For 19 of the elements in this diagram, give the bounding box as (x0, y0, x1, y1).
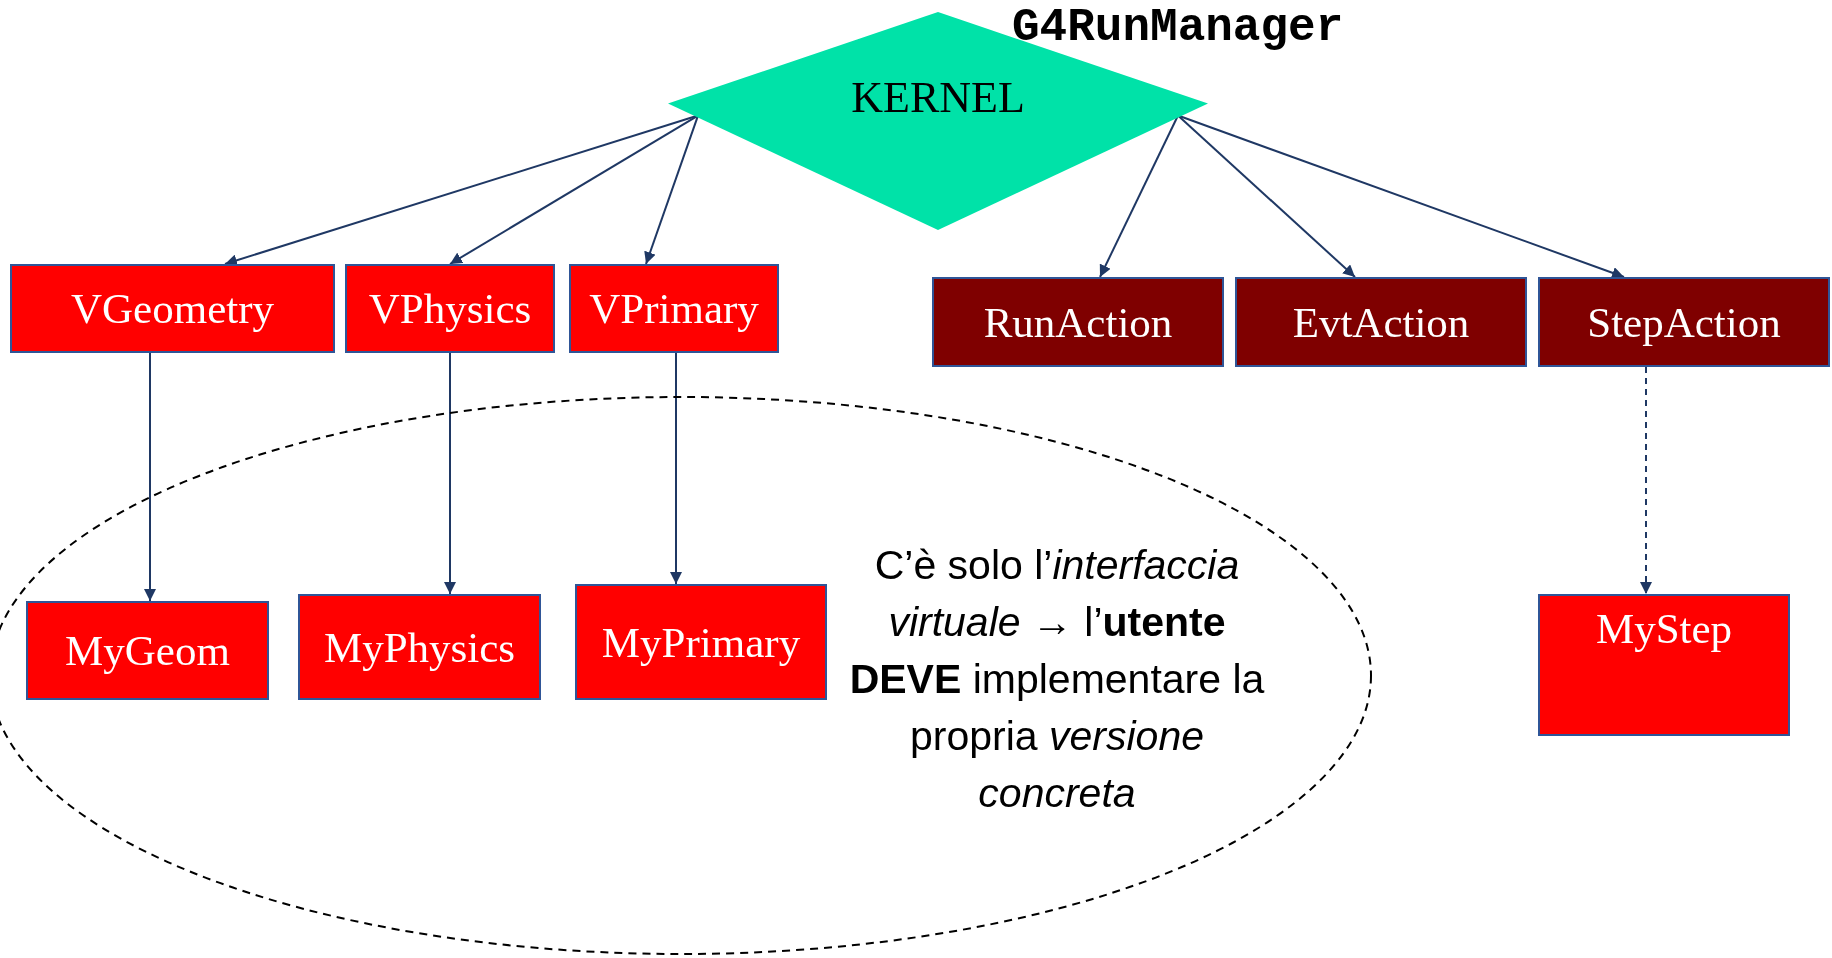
class-box: MyStep (1538, 594, 1790, 736)
arrow (449, 114, 699, 265)
arrow (1177, 114, 1356, 278)
class-box: VPhysics (345, 264, 555, 353)
class-box: VGeometry (10, 264, 335, 353)
class-box: MyGeom (26, 601, 269, 700)
note-text: C’è solo l’interfaccia virtuale → l’utente DEVE implementare la propria versione concreta (848, 541, 1266, 818)
class-box: MyPhysics (298, 594, 541, 700)
arrow (1640, 366, 1652, 595)
class-box: RunAction (932, 277, 1224, 367)
class-box: MyPrimary (575, 584, 827, 700)
arrow (670, 352, 682, 585)
diamond-label: KERNEL (850, 72, 1026, 123)
arrow (144, 352, 156, 602)
class-box: EvtAction (1235, 277, 1527, 367)
arrow (444, 352, 456, 595)
class-box: StepAction (1538, 277, 1830, 367)
class-name-label: G4RunManager (1012, 2, 1344, 54)
class-box: VPrimary (569, 264, 779, 353)
